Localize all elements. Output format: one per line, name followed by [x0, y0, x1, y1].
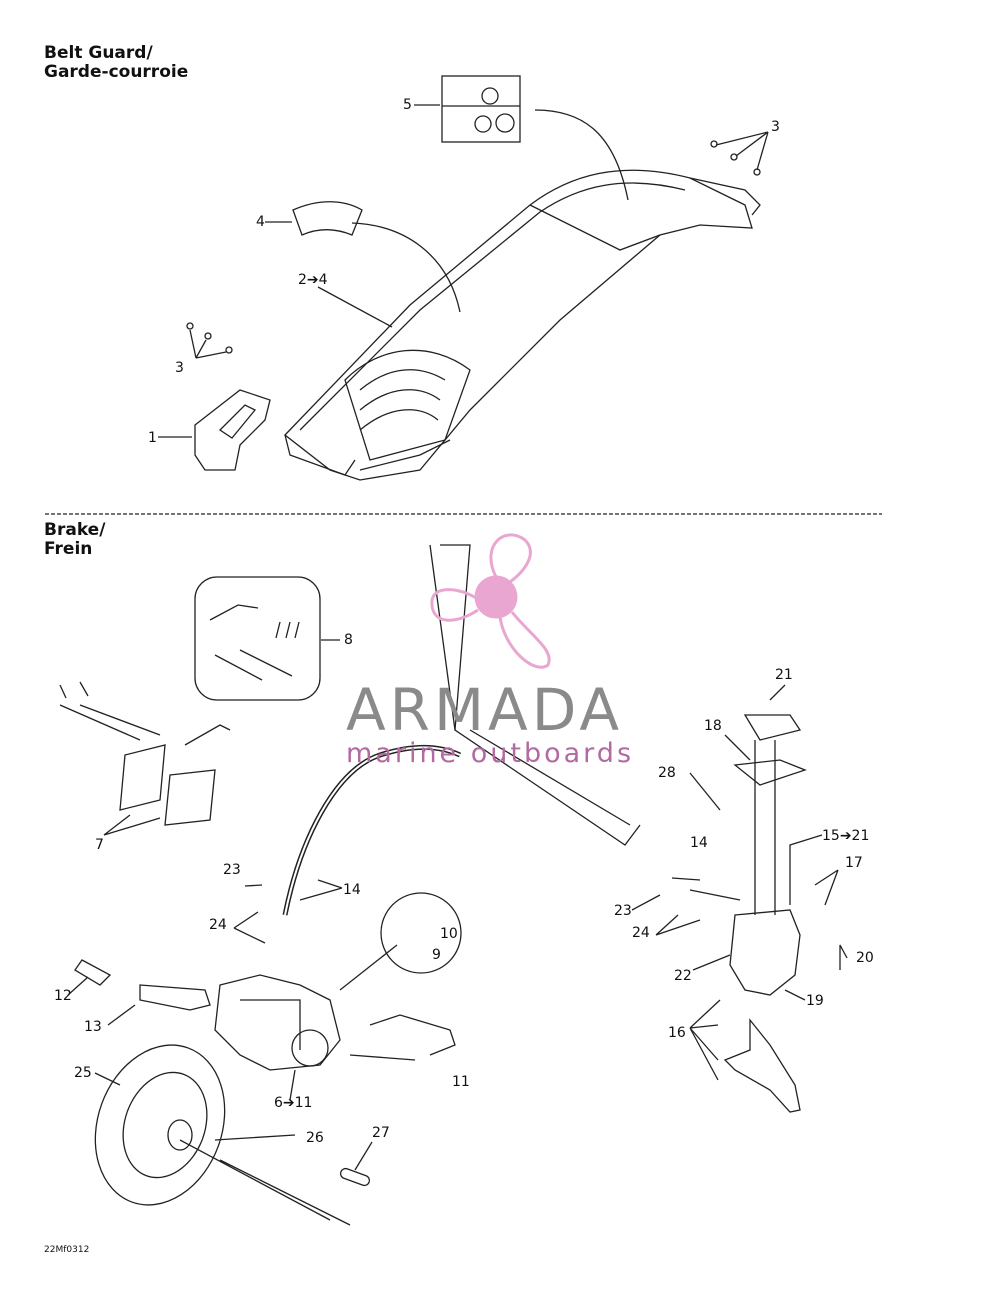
part-6-caliper — [214, 974, 341, 1071]
part-7-pads — [119, 744, 216, 826]
callout-18: 18 — [704, 718, 722, 734]
watermark-propeller — [430, 533, 551, 669]
section-title-brake: Brake/ Frein — [44, 521, 105, 559]
callout-3: 3 — [771, 119, 780, 135]
watermark-tagline: marine outboards — [346, 738, 635, 769]
part-4-decal — [292, 201, 363, 236]
callout-21: 21 — [775, 667, 793, 683]
callout-23: 23 — [614, 903, 632, 919]
callout-11: 11 — [452, 1074, 470, 1090]
callout-14: 14 — [690, 835, 708, 851]
callout-27: 27 — [372, 1125, 390, 1141]
callout-22: 22 — [674, 968, 692, 984]
callout-5: 5 — [403, 97, 412, 113]
callout-25: 25 — [74, 1065, 92, 1081]
callout-8: 8 — [344, 632, 353, 648]
callout-1: 1 — [148, 430, 157, 446]
part-5-label — [441, 75, 521, 143]
callout-23: 23 — [223, 862, 241, 878]
section-title-belt-guard: Belt Guard/ Garde-courroie — [44, 44, 188, 82]
callout-4: 4 — [256, 214, 265, 230]
title-line-fr: Garde-courroie — [44, 62, 189, 82]
belt-guard-body — [284, 169, 761, 481]
callout-17: 17 — [845, 855, 863, 871]
callout-20: 20 — [856, 950, 874, 966]
callout-6: 6➔11 — [274, 1095, 313, 1111]
callout-12: 12 — [54, 988, 72, 1004]
callout-14: 14 — [343, 882, 361, 898]
callout-10: 10 — [440, 926, 458, 942]
callout-24: 24 — [209, 917, 227, 933]
callout-9: 9 — [432, 947, 441, 963]
title-line-en: Brake/ — [44, 520, 106, 540]
callout-13: 13 — [84, 1019, 102, 1035]
callout-26: 26 — [306, 1130, 324, 1146]
callout-3: 3 — [175, 360, 184, 376]
callout-28: 28 — [658, 765, 676, 781]
figure-code: 22Mf0312 — [44, 1245, 90, 1255]
part-9-10-detail-circle — [380, 892, 462, 974]
callout-15: 15➔21 — [822, 828, 870, 844]
part-16-brake-lever — [723, 1018, 801, 1113]
callout-2: 2➔4 — [298, 272, 328, 288]
title-line-en: Belt Guard/ — [44, 43, 153, 63]
part-15-master-cylinder — [729, 909, 801, 996]
title-line-fr: Frein — [44, 539, 93, 559]
part-1-bracket — [194, 389, 271, 471]
callout-19: 19 — [806, 993, 824, 1009]
callout-7: 7 — [95, 837, 104, 853]
callout-24: 24 — [632, 925, 650, 941]
part-25-brake-disc — [94, 1044, 226, 1206]
watermark-brand: ARMADA — [346, 676, 624, 744]
part-8-kit-box — [194, 576, 321, 701]
callout-16: 16 — [668, 1025, 686, 1041]
